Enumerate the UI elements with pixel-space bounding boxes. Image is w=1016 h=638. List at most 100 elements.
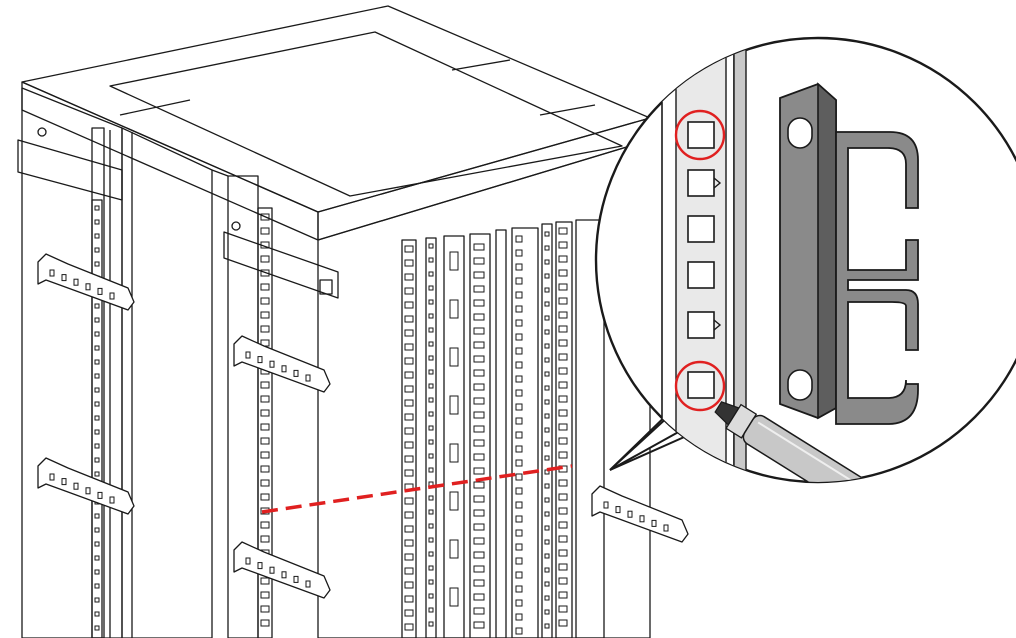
rail-hole — [404, 455, 414, 463]
rail-hole — [558, 619, 568, 627]
circle-highlight-icon — [674, 360, 726, 412]
rail-hole — [260, 241, 270, 249]
rail-hole — [544, 595, 550, 601]
rail-hole — [94, 359, 100, 365]
rail-hole — [473, 621, 485, 629]
rail-hole — [473, 383, 485, 391]
zoom-callout — [594, 36, 1016, 484]
rail-hole — [260, 535, 270, 543]
bracket-hole — [615, 506, 621, 514]
bracket-hole — [85, 487, 91, 495]
rail-hole — [260, 269, 270, 277]
rail-hole — [558, 535, 568, 543]
bracket-hole — [651, 519, 657, 527]
rail-hole — [515, 459, 523, 467]
zoomed-square-hole — [687, 371, 715, 399]
rail-slot — [449, 443, 459, 463]
rail-hole — [260, 479, 270, 487]
rail-hole — [473, 327, 485, 335]
bracket-hole — [61, 274, 67, 282]
rail-hole — [260, 605, 270, 613]
rail-hole — [558, 479, 568, 487]
rail-hole — [94, 345, 100, 351]
rail-hole — [558, 451, 568, 459]
bracket-hole — [269, 566, 275, 574]
rail-hole — [404, 581, 414, 589]
rail-hole — [404, 259, 414, 267]
rail-hole — [94, 233, 100, 239]
bracket-hole — [85, 283, 91, 291]
rail-hole — [404, 441, 414, 449]
marker-pen-icon — [714, 401, 917, 482]
rail-hole — [515, 529, 523, 537]
rail-hole — [94, 513, 100, 519]
rail-slot — [449, 395, 459, 415]
rail-hole — [404, 609, 414, 617]
rail-hole — [94, 331, 100, 337]
rail-hole — [404, 511, 414, 519]
circle-highlight-icon — [674, 109, 726, 161]
rail-slot — [449, 587, 459, 607]
rail-hole — [544, 259, 550, 265]
rail-hole — [428, 453, 434, 459]
rail-hole — [558, 437, 568, 445]
rail-hole — [428, 257, 434, 263]
rail-hole — [515, 333, 523, 341]
rail-hole — [558, 367, 568, 375]
rail-hole — [515, 501, 523, 509]
zoomed-square-hole — [687, 121, 715, 149]
bracket-body — [233, 541, 331, 599]
rail-hole — [544, 245, 550, 251]
rail-hole — [428, 537, 434, 543]
rail-hole — [544, 329, 550, 335]
rail-hole — [404, 567, 414, 575]
bracket-hole — [257, 356, 263, 364]
rail-hole — [544, 399, 550, 405]
rail-hole — [558, 283, 568, 291]
rail-hole — [544, 301, 550, 307]
rail-hole — [558, 549, 568, 557]
rail-hole — [515, 417, 523, 425]
rail-hole — [558, 353, 568, 361]
rail-hole — [404, 595, 414, 603]
rail-hole — [558, 605, 568, 613]
zoomed-square-hole — [687, 261, 715, 289]
cage-nut-tab — [713, 177, 722, 189]
bracket-hole — [97, 491, 103, 499]
rail-hole — [544, 371, 550, 377]
rail-hole — [404, 245, 414, 253]
rail-hole — [260, 577, 270, 585]
rail-hole — [473, 495, 485, 503]
rail-hole — [428, 327, 434, 333]
rail-hole — [260, 451, 270, 459]
rail-hole — [404, 469, 414, 477]
rail-hole — [473, 425, 485, 433]
rail-hole — [544, 441, 550, 447]
bracket-hole — [281, 365, 287, 373]
rail-hole — [94, 373, 100, 379]
rail-hole — [558, 255, 568, 263]
cable-manager-icon — [779, 82, 919, 425]
bracket-hole — [245, 557, 251, 565]
bracket-hole — [293, 369, 299, 377]
bracket-body — [37, 457, 135, 515]
rail-hole — [473, 355, 485, 363]
rail-hole — [94, 625, 100, 631]
rail-hole — [558, 423, 568, 431]
rail-hole — [544, 315, 550, 321]
rail-hole — [515, 473, 523, 481]
rail-hole — [473, 453, 485, 461]
bracket-hole — [109, 496, 115, 504]
rail-hole — [473, 285, 485, 293]
rail-hole — [515, 585, 523, 593]
rail-hole — [544, 525, 550, 531]
rail-hole — [260, 395, 270, 403]
rail-hole — [404, 343, 414, 351]
rail-hole — [428, 383, 434, 389]
rail-hole — [428, 467, 434, 473]
cable-bracket — [591, 485, 689, 543]
rail-hole — [558, 297, 568, 305]
rail-hole — [544, 483, 550, 489]
rail-hole — [515, 487, 523, 495]
